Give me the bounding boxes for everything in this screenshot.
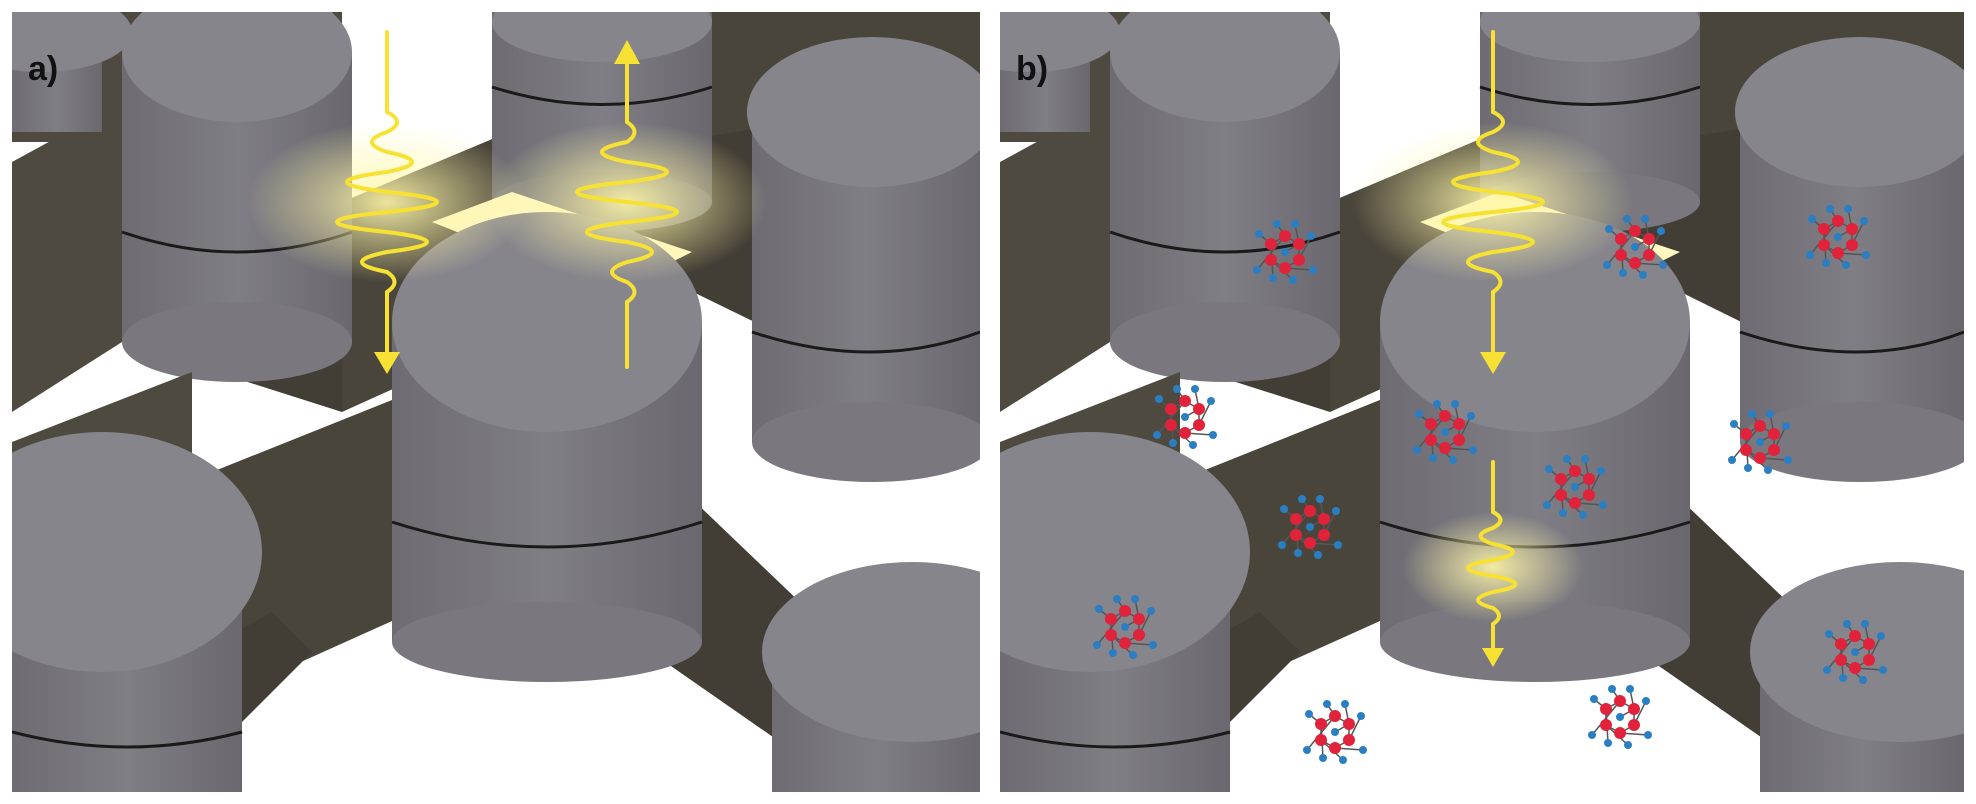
cylinder	[1750, 562, 1964, 792]
cylinder	[1735, 37, 1964, 482]
pulse-glow	[1403, 512, 1583, 622]
panel-label: a)	[28, 50, 59, 88]
molecule-icon	[1253, 220, 1317, 284]
panel-a-scene	[12, 12, 980, 792]
cylinder	[12, 432, 262, 792]
wave-packet-icon	[335, 30, 439, 359]
molecule-icon	[1543, 455, 1607, 519]
wave-packet-icon	[1466, 460, 1518, 654]
panel-b-scene	[1000, 12, 1964, 792]
panel-label: b)	[1016, 50, 1049, 88]
arrow-icon	[614, 40, 640, 64]
molecule-icon	[1603, 215, 1667, 279]
molecules	[1093, 205, 1887, 764]
molecule-icon	[1413, 400, 1477, 464]
molecule-icon	[1728, 410, 1792, 474]
cylinder	[1109, 12, 1341, 382]
molecule-icon	[1093, 595, 1157, 659]
arrow-icon	[374, 352, 400, 374]
arrow-icon	[1480, 352, 1506, 374]
molecule-icon	[1278, 495, 1342, 559]
molecule-icon	[1823, 620, 1887, 684]
cylinder	[121, 12, 353, 382]
arrow-icon	[1482, 648, 1504, 667]
cylinder	[1000, 432, 1250, 792]
molecule-icon	[1588, 685, 1652, 749]
molecule-icon	[1303, 700, 1367, 764]
panel-a: a)	[12, 12, 980, 792]
cylinder	[762, 562, 980, 792]
pulse-glow	[247, 122, 527, 282]
cylinder	[747, 37, 980, 482]
cylinder	[12, 12, 132, 132]
cylinder	[1000, 12, 1120, 132]
cylinder	[391, 212, 703, 682]
panel-b: b)	[1000, 12, 1964, 792]
pulse-glow	[1353, 122, 1633, 282]
molecule-icon	[1806, 205, 1870, 269]
wave-packet-icon	[1441, 30, 1545, 359]
molecule-icon	[1153, 385, 1217, 449]
wave-packet-icon	[575, 55, 679, 369]
